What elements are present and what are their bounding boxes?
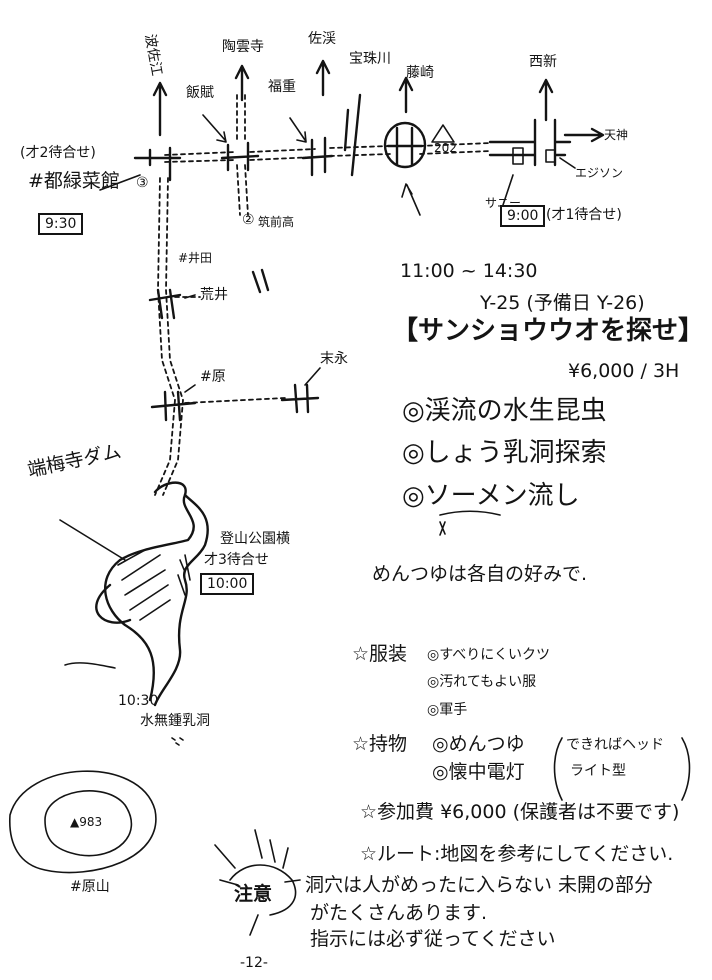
dest-label-4: 宝珠川: [349, 51, 391, 67]
dest-label-2: 陶雲寺: [222, 39, 264, 55]
meeting-2-place: #都緑菜館: [28, 170, 120, 192]
fee-line: ☆参加費 ¥6,000 (保護者は不要です): [360, 801, 680, 823]
warning-line-3: 指示には必ず従ってください: [310, 928, 556, 950]
intersections: [99, 93, 576, 422]
brackets: [439, 510, 691, 801]
flashlight-note-2: ライト型: [570, 763, 626, 779]
route-line: ☆ルート:地図を参考にしてください.: [360, 843, 674, 865]
intersection-label-hara: #原: [200, 369, 226, 385]
warning-burst: [214, 829, 301, 936]
belongings-item-2: ◎懐中電灯: [432, 761, 525, 783]
mountain-peak: ▲983: [70, 815, 103, 829]
belongings-label: ☆持物: [352, 733, 408, 755]
high-school-mark: ②: [242, 212, 255, 228]
page-number: -12-: [240, 955, 268, 971]
meeting-2-mark: ③: [136, 175, 149, 191]
meeting-2-time: 9:30: [38, 213, 84, 235]
meeting-1-time: 9:00: [500, 205, 546, 227]
event-code: Y-25 (予備日 Y-26): [480, 292, 645, 314]
clothing-label: ☆服装: [352, 643, 408, 665]
route-label-tenjin: 天神: [604, 128, 629, 142]
event-title: 【サンショウウオを探せ】: [392, 316, 705, 346]
intersection-label-suenaga: 末永: [320, 351, 348, 367]
clothing-item-1: ◎すべりにくいクツ: [427, 647, 550, 663]
event-note: めんつゆは各自の好みで.: [372, 563, 588, 585]
meeting-1-label: (才1待合せ): [546, 207, 622, 223]
intersection-label-nishiiza: #井田: [178, 251, 213, 265]
flashlight-note-1: できればヘッド: [566, 737, 664, 753]
intersection-label-fukushige: 福重: [268, 79, 296, 95]
meeting-3-label: 才3待合せ: [204, 552, 269, 568]
event-item-1: ◎渓流の水生昆虫: [402, 396, 607, 426]
intersection-label-hanhan: 飯賦: [186, 85, 214, 101]
mountain-name: #原山: [70, 879, 110, 895]
route-label-eajin: エジソン: [575, 166, 624, 180]
main-road: [154, 94, 491, 496]
mountain-contours: [9, 770, 157, 874]
cave-name: 水無鍾乳洞: [140, 713, 210, 729]
event-item-3: ◎ソーメン流し: [402, 481, 580, 511]
dest-label-5: 藤崎: [406, 65, 434, 81]
dest-label-3: 佐渓: [308, 31, 336, 47]
meeting-2-title: (才2待合せ): [20, 145, 96, 161]
clothing-item-3: ◎軍手: [427, 702, 468, 718]
high-school-label: 筑前高: [258, 215, 295, 229]
meeting-3-time: 10:00: [200, 573, 255, 595]
destination-arrows: [152, 59, 605, 143]
warning-label: 注意: [234, 883, 273, 905]
meeting-3-place: 登山公園横: [220, 531, 290, 547]
warning-line-1: 洞穴は人がめったに入らない 未開の部分: [305, 874, 654, 896]
route-label-202: 202: [434, 141, 457, 155]
event-price: ¥6,000 / 3H: [568, 360, 680, 382]
clothing-item-2: ◎汚れてもよい服: [427, 674, 537, 690]
river-dam: [59, 481, 209, 746]
belongings-item-1: ◎めんつゆ: [432, 733, 525, 755]
route-label-arai: 荒井: [200, 287, 228, 303]
warning-line-2: がたくさんあります.: [310, 902, 488, 924]
cave-time: 10:30: [118, 693, 159, 709]
dest-label-6: 西新: [529, 54, 557, 70]
event-item-2: ◎しょう乳洞探索: [402, 438, 607, 468]
event-time: 11:00 ~ 14:30: [400, 260, 538, 282]
